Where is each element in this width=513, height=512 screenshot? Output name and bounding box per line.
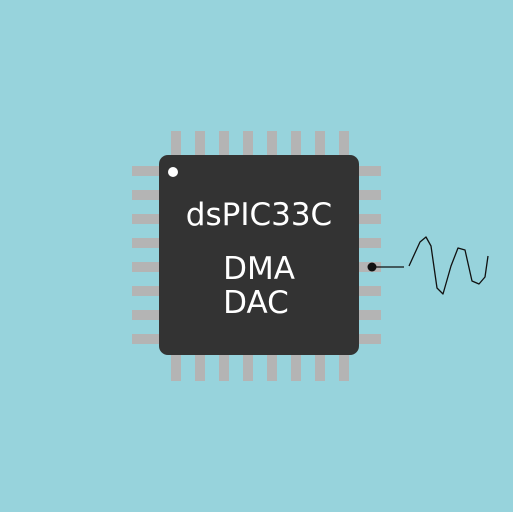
- chip-pin-right-1: [357, 166, 381, 176]
- chip-pin-top-3: [219, 131, 229, 157]
- chip-pin-bottom-5: [267, 355, 277, 381]
- chip-pin-bottom-4: [243, 355, 253, 381]
- chip-pin-top-5: [267, 131, 277, 157]
- chip-pin-top-1: [171, 131, 181, 157]
- chip-pin-right-8: [357, 334, 381, 344]
- chip-pin-left-1: [132, 166, 160, 176]
- chip-pin-bottom-6: [291, 355, 301, 381]
- pin1-dot-icon: [168, 167, 178, 177]
- chip-pin-left-7: [132, 310, 160, 320]
- chip-pin-bottom-8: [339, 355, 349, 381]
- chip-pin-bottom-2: [195, 355, 205, 381]
- chip-pin-top-2: [195, 131, 205, 157]
- chip-pin-top-8: [339, 131, 349, 157]
- chip-pin-right-3: [357, 214, 381, 224]
- chip-pin-bottom-1: [171, 355, 181, 381]
- waveform-icon: [408, 236, 489, 295]
- chip-pins: [132, 131, 381, 381]
- chip-pin-left-5: [132, 262, 160, 272]
- chip-part-number: dsPIC33C: [186, 197, 332, 233]
- chip-pin-left-3: [132, 214, 160, 224]
- chip-pin-bottom-3: [219, 355, 229, 381]
- peripheral-label-dac: DAC: [223, 285, 289, 321]
- chip-body: [159, 155, 359, 355]
- chip-pin-left-2: [132, 190, 160, 200]
- chip-pin-bottom-7: [315, 355, 325, 381]
- output-node-icon: [367, 262, 377, 272]
- chip-pin-right-2: [357, 190, 381, 200]
- chip-pin-right-4: [357, 238, 381, 248]
- chip-pin-left-6: [132, 286, 160, 296]
- chip-pin-right-6: [357, 286, 381, 296]
- chip-pin-top-6: [291, 131, 301, 157]
- chip-pin-left-4: [132, 238, 160, 248]
- chip-pin-right-7: [357, 310, 381, 320]
- chip-pin-top-4: [243, 131, 253, 157]
- chip-pin-top-7: [315, 131, 325, 157]
- chip-pin-left-8: [132, 334, 160, 344]
- peripheral-label-dma: DMA: [223, 251, 295, 287]
